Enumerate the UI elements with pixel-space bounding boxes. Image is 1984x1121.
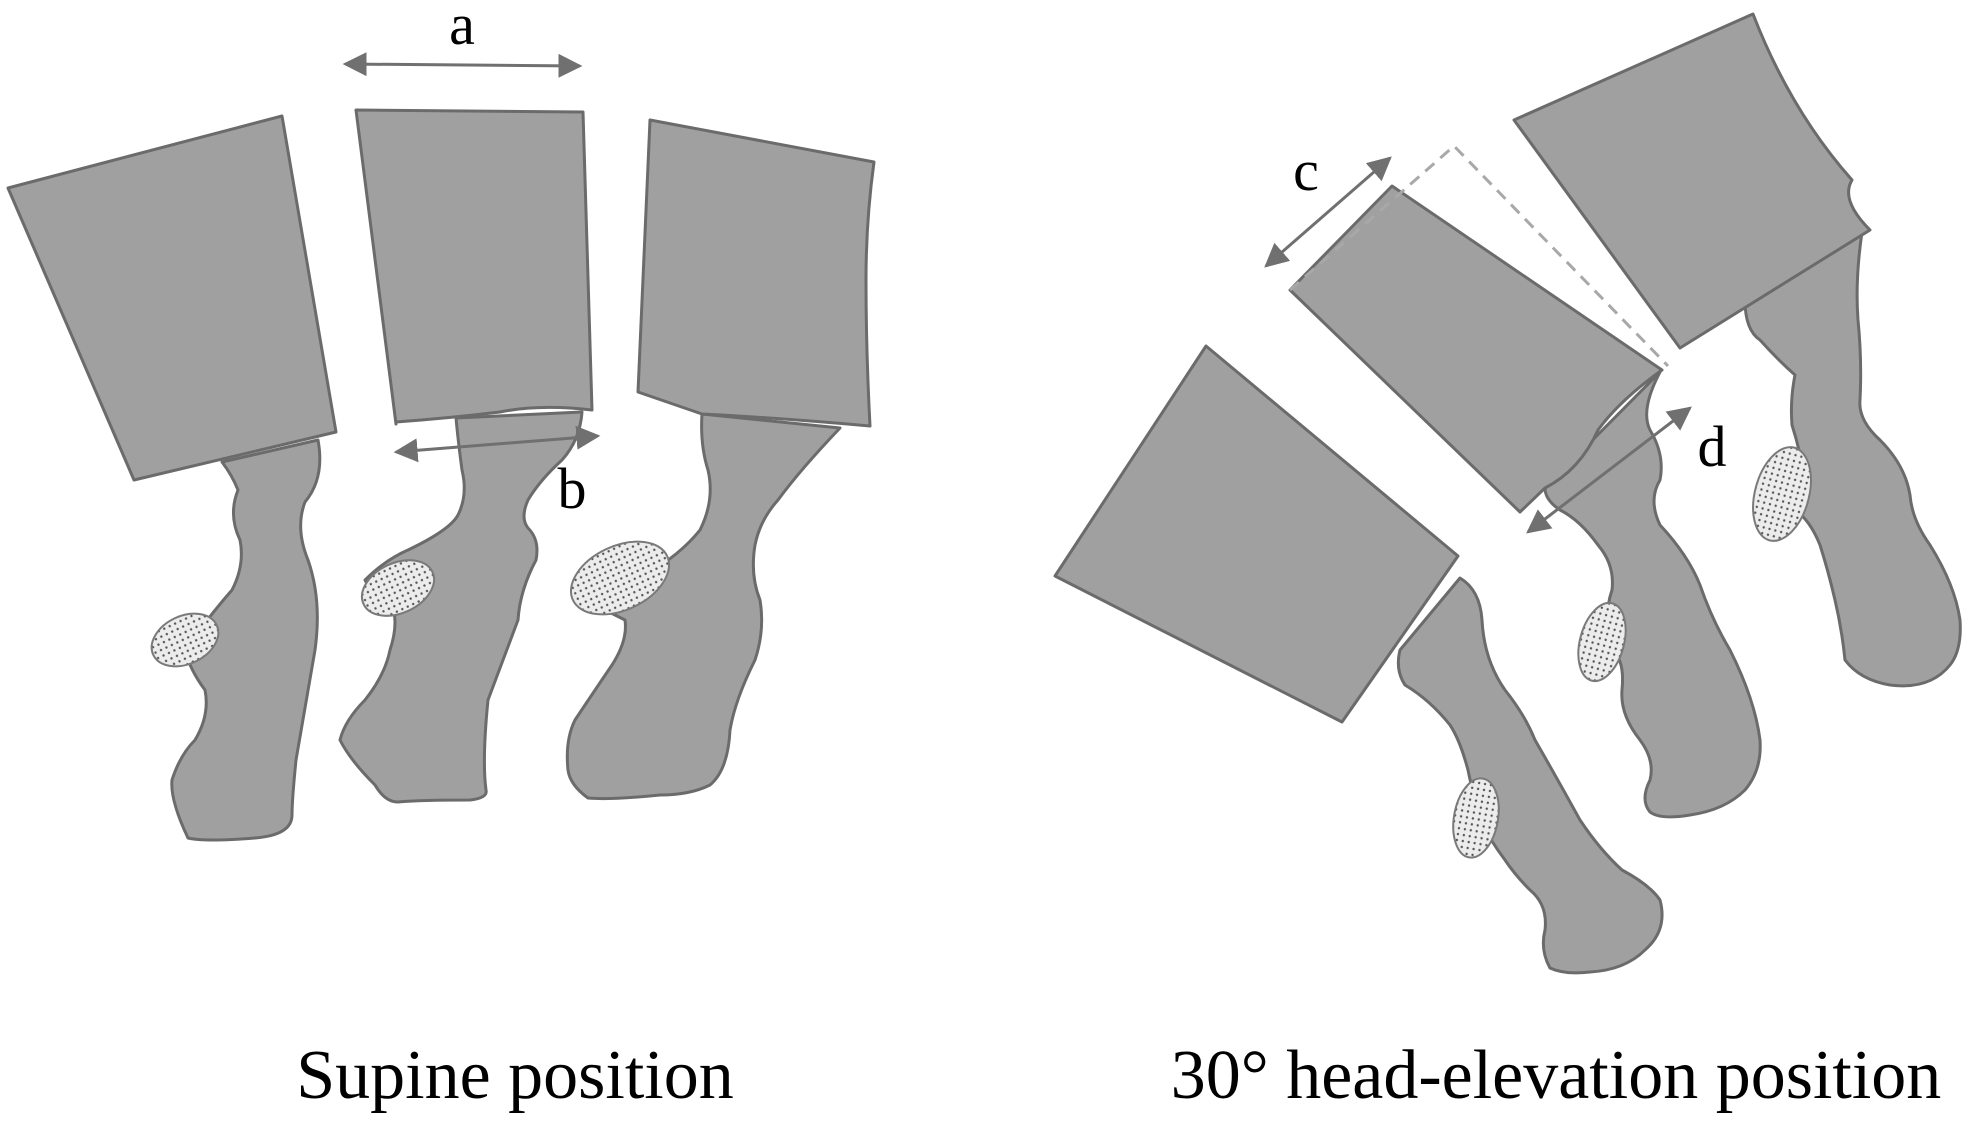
measure-c-arrow: [1264, 156, 1392, 268]
caption-supine: Supine position: [296, 1037, 734, 1114]
elevated-vertebra-3-body: [1053, 344, 1460, 724]
supine-vertebra-1: [6, 114, 338, 842]
supine-vertebra-2: [338, 108, 594, 804]
measure-b-arrow: [393, 425, 601, 463]
supine-vertebra-3-facet: [569, 540, 671, 616]
measure-d-arrow: [1526, 406, 1692, 534]
measure-a-label: a: [449, 0, 475, 57]
elevated-vertebra-3-facet: [1452, 777, 1500, 859]
elevated-vertebra-1-arch: [1743, 230, 1962, 688]
elevated-vertebra-3: [1053, 344, 1664, 975]
supine-vertebra-2-facet: [360, 559, 436, 617]
elevated-vertebra-1: [1512, 12, 1962, 688]
measure-d-label: d: [1698, 414, 1727, 479]
elevated-panel: c d 30° head-elevation position: [1053, 12, 1962, 1114]
supine-vertebra-1-body: [6, 114, 338, 482]
supine-vertebra-1-arch: [170, 438, 322, 842]
supine-vertebra-2-body: [354, 108, 594, 426]
supine-vertebra-3-body: [636, 118, 876, 428]
measure-c-label: c: [1293, 138, 1319, 203]
supine-vertebra-1-facet: [150, 612, 220, 668]
elevated-vertebra-3-arch: [1396, 576, 1664, 975]
supine-vertebra-2-arch: [338, 410, 584, 804]
measure-b-label: b: [558, 456, 587, 521]
measure-a-arrow: [342, 52, 583, 78]
elevated-vertebra-1-facet: [1752, 446, 1812, 542]
elevated-vertebra-1-body: [1512, 12, 1872, 350]
elevated-ghost-outline: [1289, 143, 1670, 368]
supine-panel: a b Supine position: [6, 0, 876, 1114]
caption-elevated: 30° head-elevation position: [1171, 1037, 1942, 1114]
supine-vertebra-3: [565, 118, 876, 801]
elevated-vertebra-2-facet: [1577, 601, 1627, 683]
